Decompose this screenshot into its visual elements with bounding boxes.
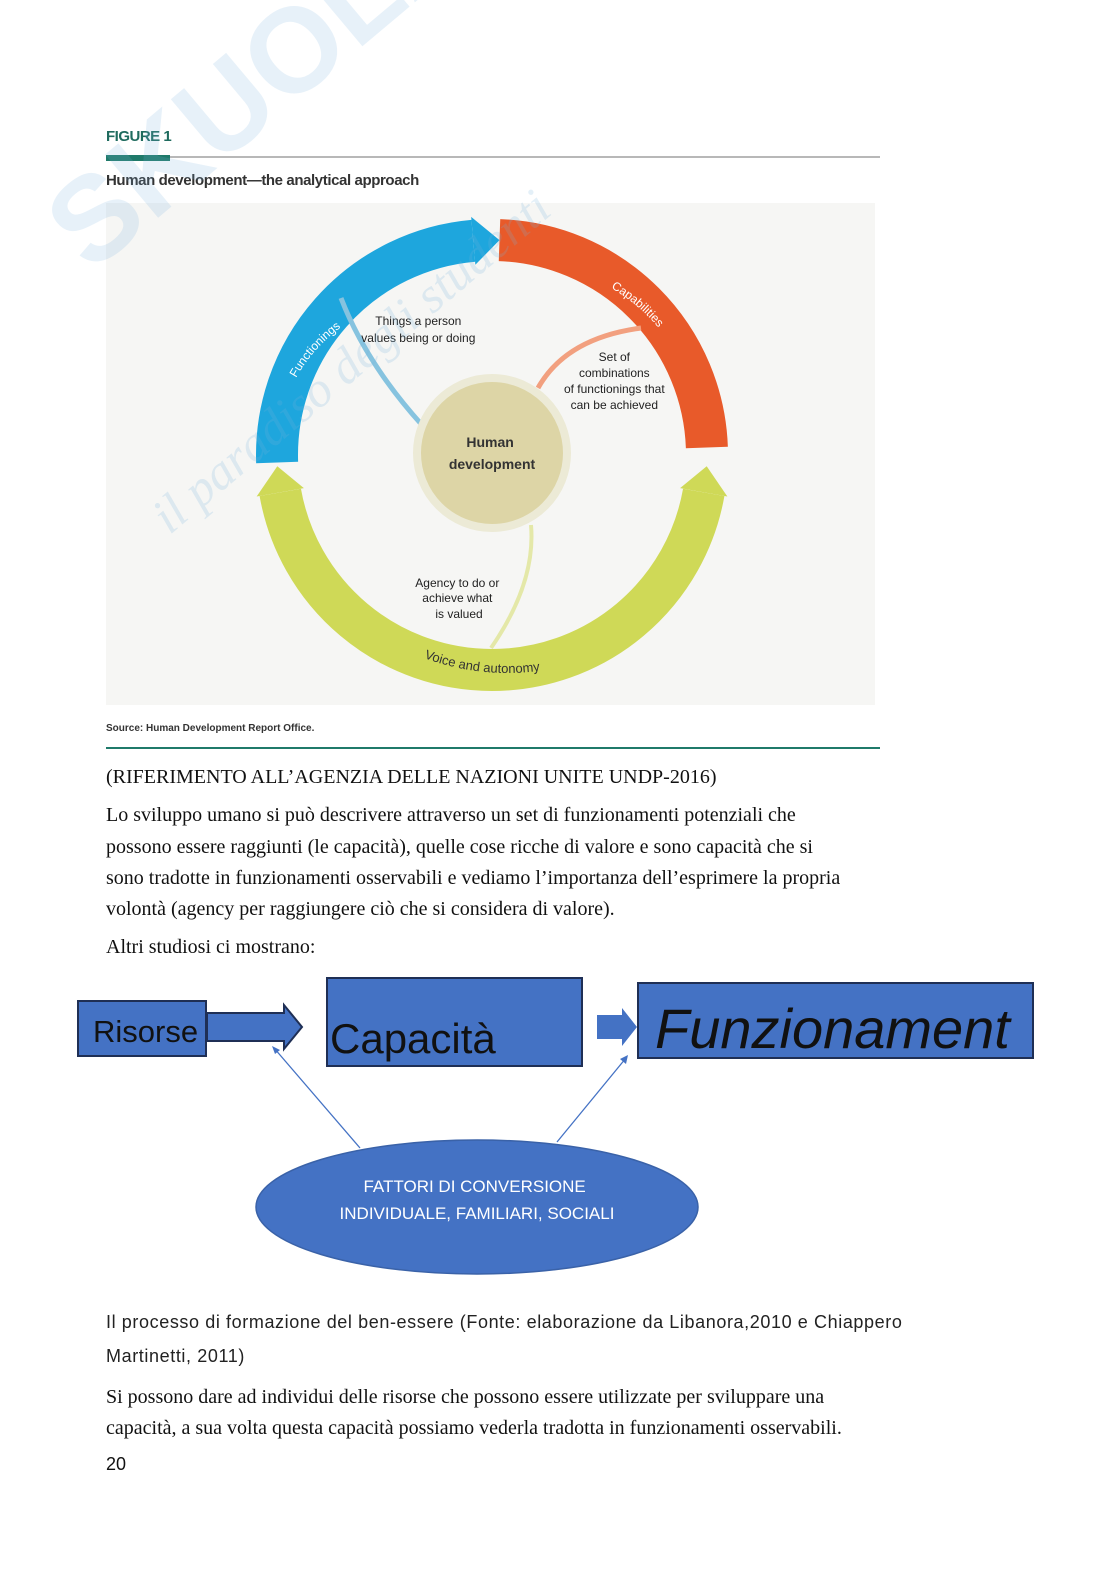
center-circle <box>413 374 571 532</box>
risorse-arrow <box>206 1002 304 1052</box>
page-number: 20 <box>106 1454 127 1474</box>
fattori-label-2: INDIVIDUALE, FAMILIARI, SOCIALI <box>340 1204 615 1223</box>
figure-rule <box>170 156 880 158</box>
capabilities-note: of functionings that <box>564 382 665 396</box>
capabilities-connector <box>535 325 642 390</box>
flow-connectors: FATTORI DI CONVERSIONE INDIVIDUALE, FAMI… <box>206 1002 699 1275</box>
svg-text:FATTORI DI CONVERSIONE IND: FATTORI DI CONVERSIONE INDIVIDUALE, FAMI… <box>340 1177 615 1223</box>
functionings-arc <box>256 219 476 464</box>
functionings-arrow-tip <box>471 216 500 265</box>
figure-bottom-rule <box>106 747 880 749</box>
center-label-1: Human <box>466 434 513 450</box>
figure-image: Human development Things a person values… <box>106 203 875 705</box>
fattori-ellipse <box>255 1139 699 1275</box>
paragraph-line: volontà (agency per raggiungere ciò che … <box>106 898 615 920</box>
paragraph-line: Si possono dare ad individui delle risor… <box>106 1386 825 1408</box>
functionings-connector <box>338 297 424 427</box>
paragraph-line: Lo sviluppo umano si può descrivere attr… <box>106 804 796 826</box>
agency-note: achieve what <box>422 591 493 605</box>
diagram-caption: Il processo di formazione del ben-essere… <box>106 1312 903 1332</box>
functionings-note: values being or doing <box>361 331 475 345</box>
svg-text:Human development: Human development <box>449 434 536 472</box>
human-development-diagram: Human development Things a person values… <box>256 216 728 691</box>
figure-source: Source: Human Development Report Office. <box>106 723 315 734</box>
voice-arrow-tip-left <box>256 466 304 497</box>
capabilities-note: can be achieved <box>571 398 658 412</box>
capacita-arrow <box>597 1008 637 1046</box>
figure-title: Human development—the analytical approac… <box>106 172 419 189</box>
risorse-label: Risorse <box>93 1014 199 1049</box>
capacita-box: Capacità <box>326 977 583 1067</box>
funzionamenti-box: Funzionament <box>637 982 1034 1060</box>
conversion-arrow-right <box>556 1057 627 1143</box>
fattori-label-1: FATTORI DI CONVERSIONE <box>363 1177 585 1196</box>
functionings-note: Things a person <box>375 314 461 328</box>
svg-text:Things a person values b: Things a person values being or doing Se… <box>361 314 668 621</box>
paragraph-line: capacità, a sua volta questa capacità po… <box>106 1417 842 1439</box>
agency-note: is valued <box>435 607 482 621</box>
funzionamenti-label: Funzionament <box>655 997 1010 1060</box>
paragraph-line: possono essere raggiunti (le capacità), … <box>106 836 813 858</box>
capabilities-note: combinations <box>579 366 650 380</box>
paragraph-line: sono tradotte in funzionamenti osservabi… <box>106 867 841 889</box>
center-label-2: development <box>449 456 536 472</box>
figure-accent-bar <box>106 155 170 161</box>
intro-line: Altri studiosi ci mostrano: <box>106 936 316 958</box>
reference-line: (RIFERIMENTO ALL’AGENZIA DELLE NAZIONI U… <box>106 766 717 788</box>
capabilities-note: Set of <box>599 350 631 364</box>
capacita-label: Capacità <box>330 1015 496 1062</box>
capabilities-arc <box>498 219 728 449</box>
figure-label: FIGURE 1 <box>106 128 172 145</box>
voice-arrow-tip-right <box>680 466 728 497</box>
conversion-arrow-left <box>273 1047 361 1149</box>
agency-connector <box>489 524 534 650</box>
agency-note: Agency to do or <box>415 576 499 590</box>
diagram-caption: Martinetti, 2011) <box>106 1346 245 1366</box>
voice-arc <box>259 488 725 691</box>
